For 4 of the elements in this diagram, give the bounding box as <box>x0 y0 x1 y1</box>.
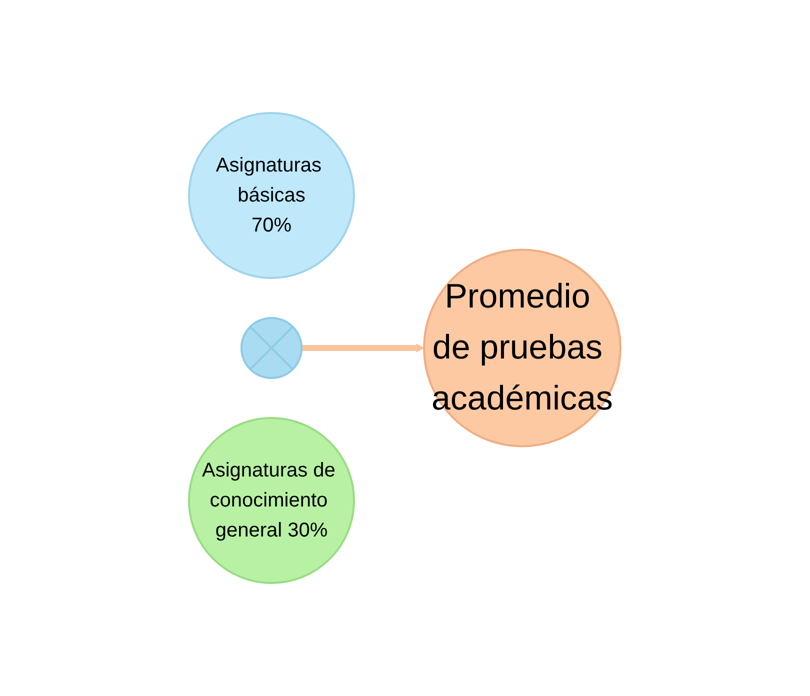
arrow <box>302 344 425 352</box>
node-circle: Promedio de pruebas académicas <box>423 248 622 448</box>
node-circle: Asignaturas de conocimiento general 30% <box>188 417 356 584</box>
node-circle: Asignaturas básicas 70% <box>188 112 356 279</box>
